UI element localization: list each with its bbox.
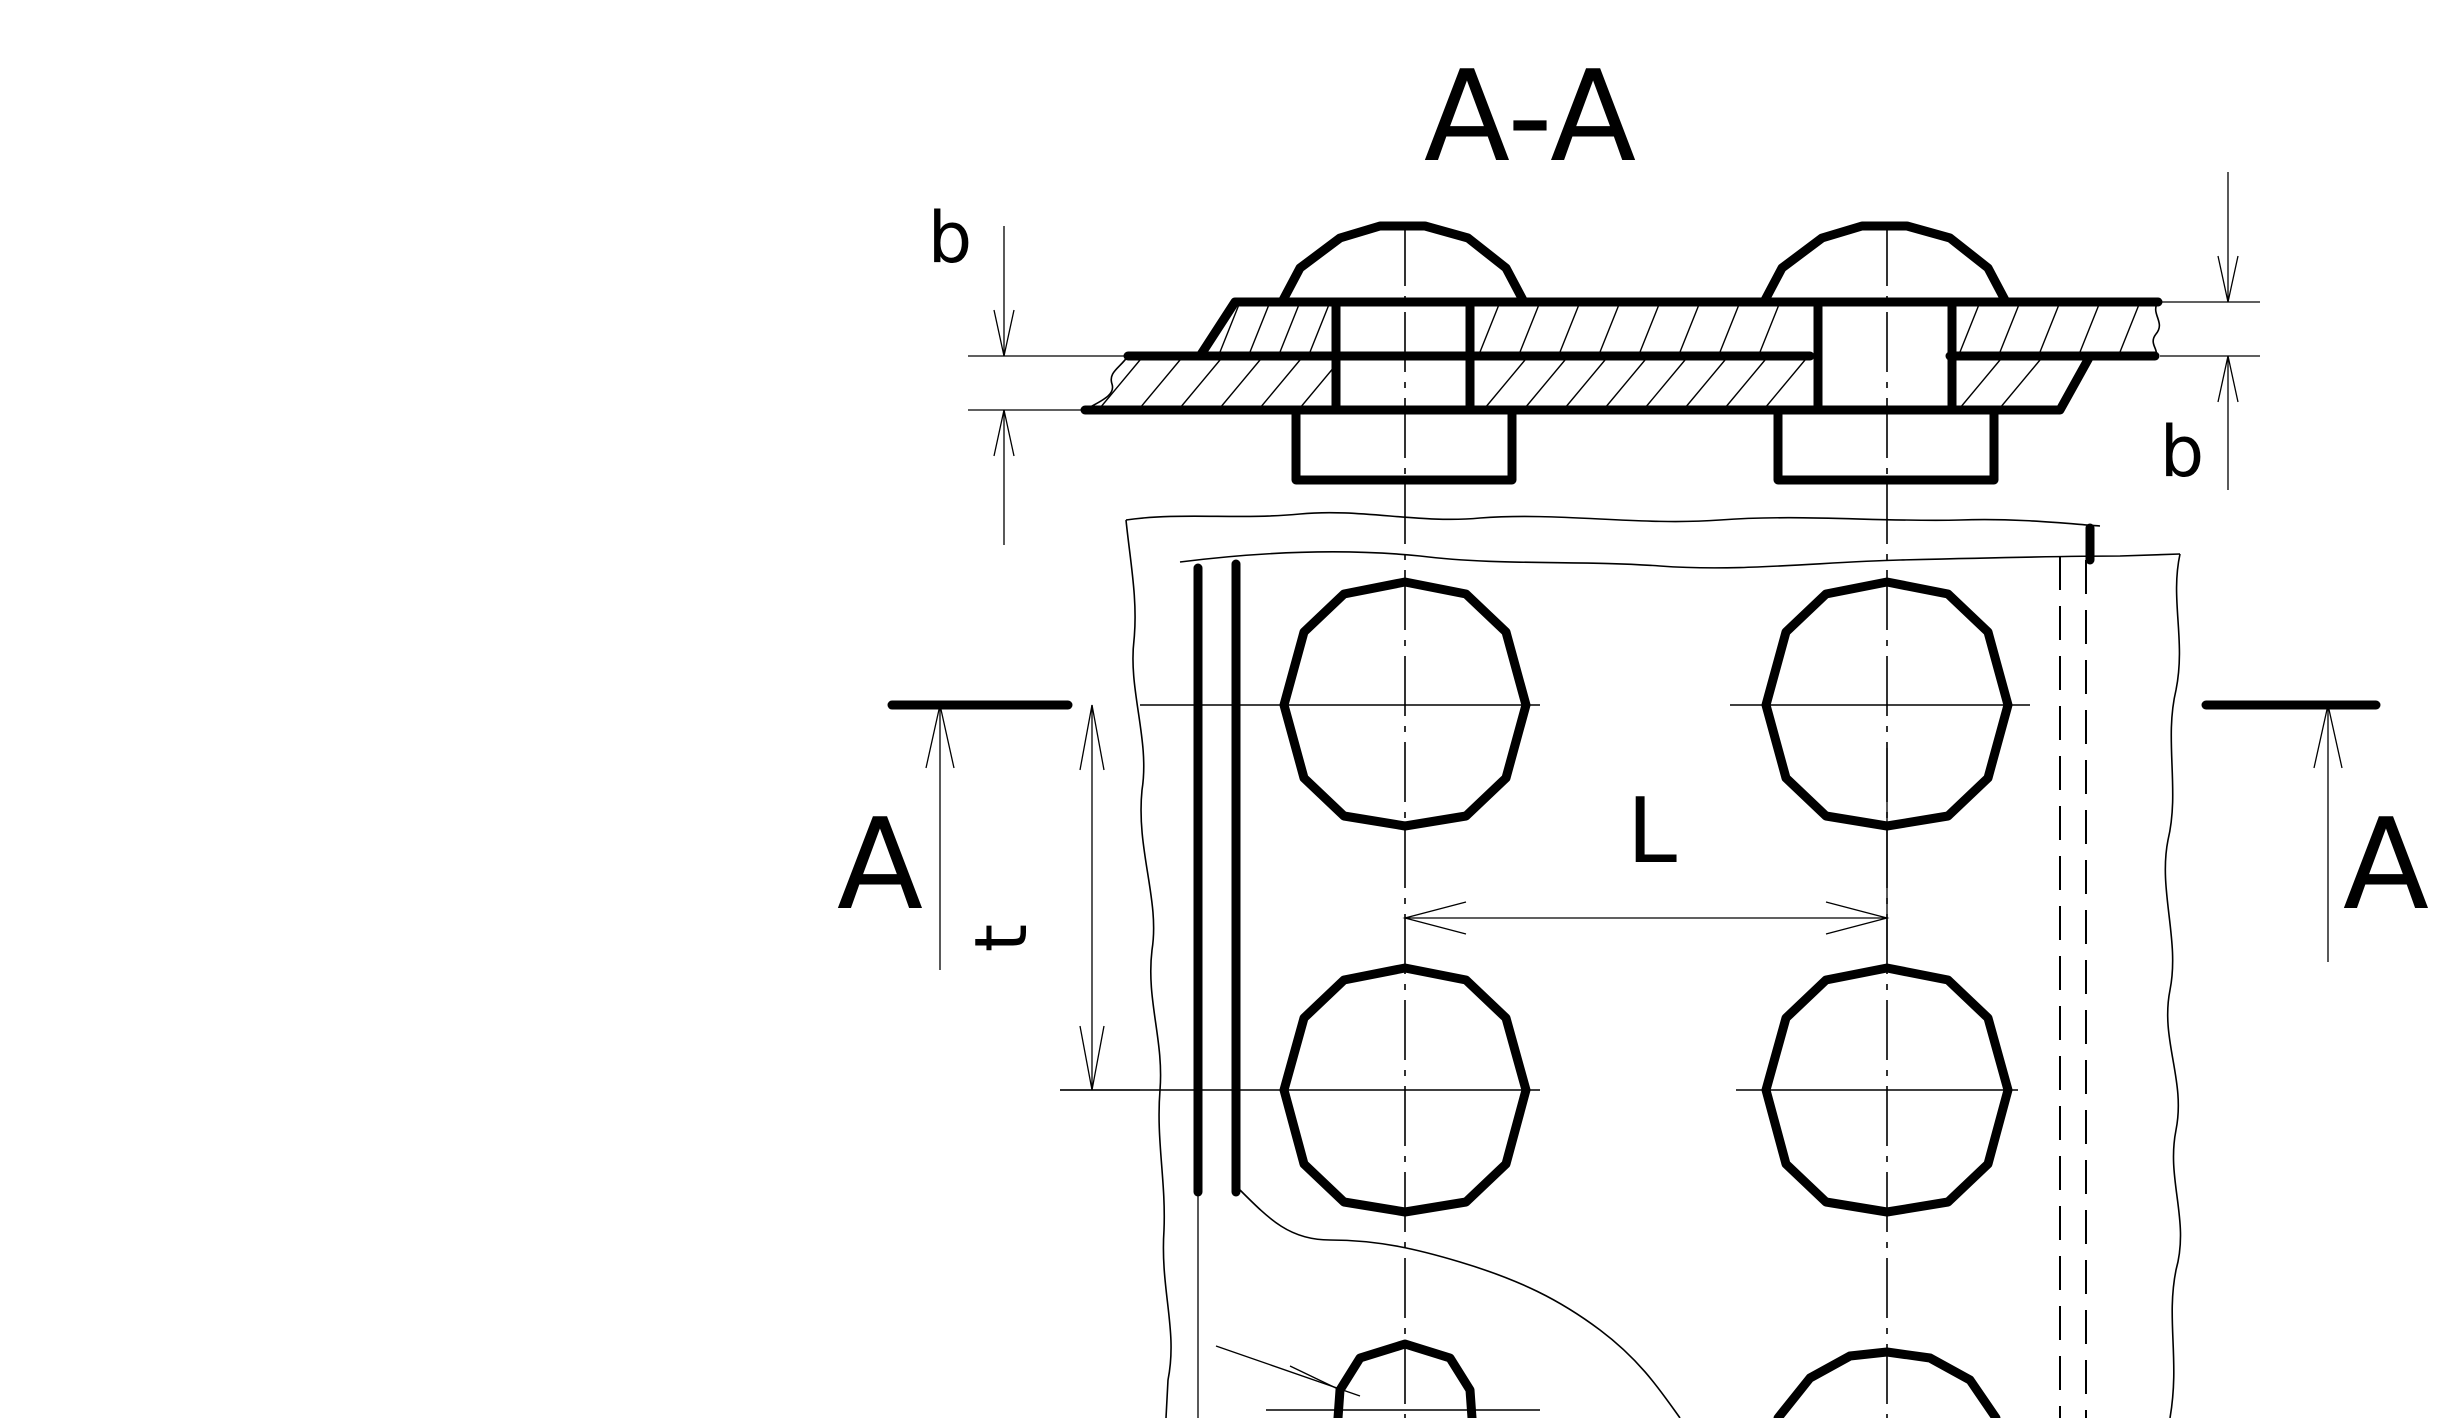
spacing-label: L [1627,779,1677,884]
rivet-left-head [1277,221,1529,307]
rivet-right-section [1759,221,2011,485]
cutting-plane-right: A [2201,700,2429,962]
rivet-left-tail [1291,405,1517,485]
section-title: A-A [1424,43,1636,190]
thickness-label-top: b [928,197,972,279]
upper-plate-outline [1195,297,2163,361]
rivet-heads-plan [1279,577,2013,1418]
rivet-circle-r1-c1 [1279,577,1531,831]
upper-strip-outline [1179,550,2181,569]
lower-strip-left-edge [1125,519,1172,1418]
upper-plate-hatch-right [1959,301,2141,353]
pitch-arrowhead-top [1079,704,1105,771]
pitch-dimension: t [959,704,1140,1091]
cut-label-right: A [2343,791,2429,938]
lower-plate-hatch-middle [1484,359,1806,409]
rivet-right-tail [1773,405,1999,485]
cutting-plane-arrowhead-left [925,704,955,769]
rivet-right-head [1759,221,2011,307]
rivet-circle-r3-c2 [1773,1347,2001,1418]
rivet-left-section [1277,221,1529,485]
spacing-arrowhead-left [1402,901,1467,935]
thickness-dimension-right: b [2155,172,2260,493]
upper-plate-hatch-left [1219,301,1331,353]
rivet-right-shank [1813,297,1957,415]
arrowhead-left-top [993,309,1015,357]
spacing-dimension: L [1402,748,1890,950]
cut-label-left: A [837,791,923,938]
section-title-text: A-A [1424,43,1636,190]
rivet-circle-r2-c2 [1761,963,2013,1217]
rivet-left-shank [1331,297,1475,415]
plan-view: A A t L [837,226,2429,1418]
pitch-arrowhead-bottom [1079,1025,1105,1091]
arrowhead-right-top [2217,255,2239,303]
tear-line [1239,1189,1681,1418]
spacing-arrowhead-right [1825,901,1890,935]
thickness-dimension-left: b [928,197,1128,545]
leader-line [1215,1345,1361,1397]
cutting-plane-arrowhead-right [2313,704,2343,769]
section-view: A-A b b [928,43,2260,545]
lower-strip-outline [1125,511,2101,527]
arrowhead-left-bottom [993,409,1015,457]
arrowhead-right-bottom [2217,355,2239,403]
pitch-label: t [959,924,1043,952]
upper-strip-right-edge [2164,553,2182,1418]
thickness-label-bottom: b [2160,411,2204,493]
lower-plate-hatch-left [1099,359,1336,409]
left-break-line [1084,355,1129,411]
lower-plate-hatch-right [1959,359,2041,409]
lower-plate-outline [1080,351,2095,415]
upper-plate-hatch-middle [1479,301,1781,353]
rivet-circle-r2-c1 [1279,963,1531,1217]
cutting-plane-left: A [837,700,1073,970]
leader-line-arrow [1289,1365,1341,1391]
right-break-line [2152,301,2161,357]
